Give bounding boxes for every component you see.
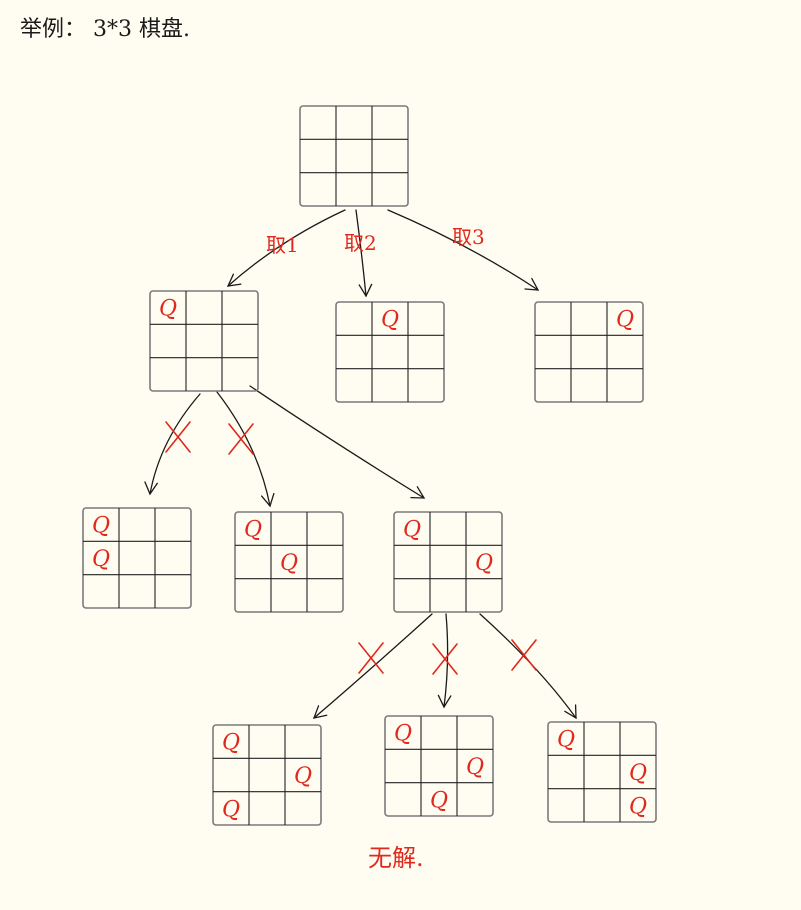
edge-to-level1-2 — [355, 209, 373, 298]
queen-mark: Q — [244, 518, 262, 543]
edge-line — [479, 613, 577, 719]
board-frame — [82, 507, 192, 609]
level3-board: QQQ — [547, 721, 657, 823]
queen-mark: Q — [394, 722, 412, 747]
queen-mark: Q — [222, 797, 240, 822]
arrowhead — [358, 283, 373, 298]
queen-mark: Q — [629, 794, 647, 819]
arrowhead — [437, 694, 452, 709]
rejected-mark — [432, 643, 458, 675]
board-frame — [335, 301, 445, 403]
edge-line — [149, 393, 201, 495]
root-board — [299, 105, 409, 207]
board-frame — [384, 715, 494, 817]
level1-board: Q — [534, 301, 644, 403]
edge-line — [227, 209, 346, 287]
board-frame — [299, 105, 409, 207]
queen-mark: Q — [557, 728, 575, 753]
edge-to-level2-2 — [216, 391, 275, 508]
queen-mark: Q — [92, 547, 110, 572]
queen-mark: Q — [616, 308, 634, 333]
rejected-mark — [165, 421, 191, 453]
edges: 取1 取2 取3 — [144, 209, 577, 720]
edge-line — [249, 385, 425, 499]
queen-mark: Q — [159, 297, 177, 322]
rejected-mark — [511, 639, 537, 671]
edge-to-level2-3 — [249, 385, 426, 499]
arrowhead — [144, 481, 158, 496]
rejected-mark — [358, 642, 384, 674]
edge-line — [443, 613, 449, 708]
queen-mark: Q — [430, 788, 448, 813]
queen-mark: Q — [280, 551, 298, 576]
queen-mark: Q — [92, 514, 110, 539]
board-frame — [547, 721, 657, 823]
queen-mark: Q — [629, 761, 647, 786]
arrowhead — [226, 273, 242, 287]
arrowhead — [261, 492, 275, 508]
branch-label: 取1 — [266, 233, 299, 257]
edge-to-level3-2 — [437, 613, 452, 709]
board-frame — [534, 301, 644, 403]
level3-board: QQQ — [384, 715, 494, 817]
queen-mark: Q — [294, 764, 312, 789]
level2-board: QQ — [393, 511, 503, 613]
board-frame — [393, 511, 503, 613]
edge-line — [216, 391, 271, 507]
edge-line — [387, 209, 539, 291]
edge-line — [313, 613, 433, 719]
board-frame — [212, 724, 322, 826]
branch-label: 取2 — [344, 231, 377, 255]
board-frame — [149, 290, 259, 392]
rejected-mark — [228, 423, 254, 455]
edge-to-level2-1 — [144, 393, 201, 496]
edge-to-level3-3 — [479, 613, 577, 720]
arrowhead — [564, 704, 577, 720]
edge-to-level1-1 — [226, 209, 346, 287]
level2-board: QQ — [234, 511, 344, 613]
level1-board: Q — [149, 290, 259, 392]
arrowhead — [524, 277, 540, 291]
arrowhead — [410, 486, 426, 499]
edge-to-level3-1 — [312, 613, 433, 719]
level1-board: Q — [335, 301, 445, 403]
edge-line — [355, 209, 367, 297]
queen-mark: Q — [403, 518, 421, 543]
no-solution-label: 无解. — [368, 844, 424, 872]
board-frame — [234, 511, 344, 613]
diagram-title: 举例： 3*3 棋盘. — [20, 17, 190, 42]
level3-board: Q Q Q — [212, 724, 322, 826]
queen-mark: Q — [466, 755, 484, 780]
queen-mark: Q — [381, 308, 399, 333]
arrowhead — [312, 705, 328, 719]
branch-label: 取3 — [452, 225, 485, 249]
queen-mark: Q — [475, 551, 493, 576]
edge-to-level1-3 — [387, 209, 540, 291]
level2-board: QQ — [82, 507, 192, 609]
queen-mark: Q — [222, 731, 240, 756]
